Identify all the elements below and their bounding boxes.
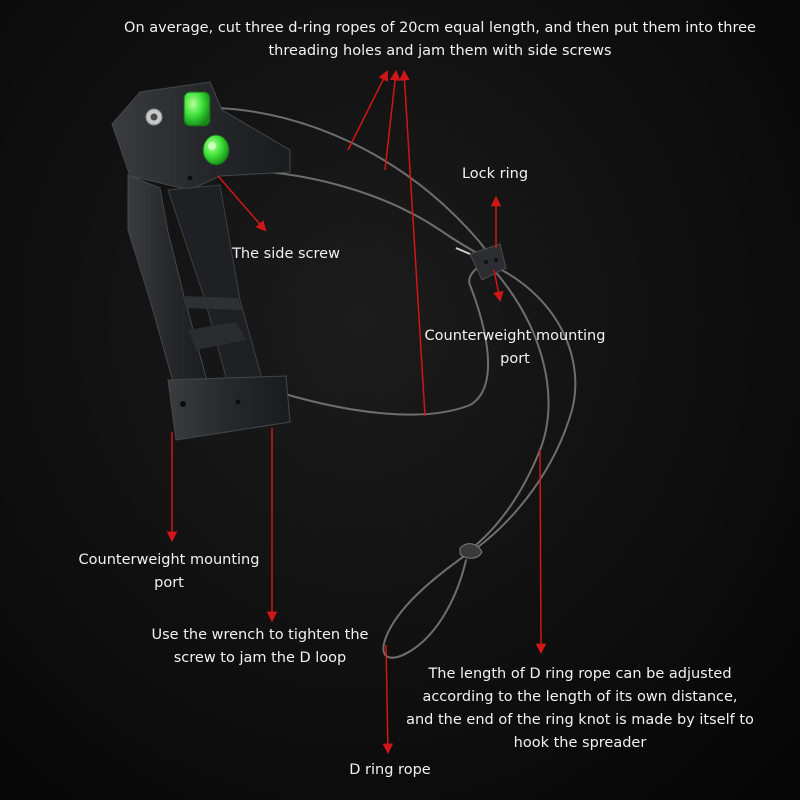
label-d-ring-rope-text: D ring rope <box>349 762 431 778</box>
label-counterweight-left-line2: port <box>154 575 184 591</box>
label-counterweight-left: Counterweight mounting port <box>64 549 274 595</box>
lock-ring <box>455 243 507 281</box>
label-rope-length-line2: according to the length of its own dista… <box>422 689 738 705</box>
sight-bracket <box>111 81 291 441</box>
label-side-screw: The side screw <box>220 243 352 266</box>
arrow-counterweight-right <box>493 269 504 303</box>
arrow-top-1 <box>347 70 388 151</box>
arrow-side-screw <box>217 175 267 232</box>
label-top-note-line2: threading holes and jam them with side s… <box>268 43 612 59</box>
label-counterweight-left-line1: Counterweight mounting <box>78 552 260 568</box>
label-wrench-line1: Use the wrench to tighten the <box>151 627 369 643</box>
label-counterweight-right-line2: port <box>500 351 530 367</box>
label-rope-length-line3: and the end of the ring knot is made by … <box>406 712 754 728</box>
arrow-top-2 <box>384 69 401 171</box>
label-lock-ring-text: Lock ring <box>461 166 529 182</box>
label-lock-ring: Lock ring <box>430 163 560 186</box>
rope-knot <box>459 543 483 559</box>
label-top-note: On average, cut three d-ring ropes of 20… <box>110 17 770 63</box>
label-rope-length-line4: hook the spreader <box>513 735 647 751</box>
label-top-note-line1: On average, cut three d-ring ropes of 20… <box>124 20 756 36</box>
label-wrench-line2: screw to jam the D loop <box>173 650 347 666</box>
arrow-d-ring-rope <box>382 644 394 755</box>
label-rope-length-line1: The length of D ring rope can be adjuste… <box>428 666 732 682</box>
label-side-screw-text: The side screw <box>232 246 340 262</box>
annotation-arrows <box>166 69 547 755</box>
label-wrench: Use the wrench to tighten the screw to j… <box>140 624 380 670</box>
bubble-level-icon <box>183 91 230 166</box>
arrow-top-3 <box>399 69 426 417</box>
label-counterweight-right: Counterweight mounting port <box>410 325 620 371</box>
label-rope-length: The length of D ring rope can be adjuste… <box>380 663 780 755</box>
label-d-ring-rope: D ring rope <box>330 759 450 782</box>
label-counterweight-right-line1: Counterweight mounting <box>424 328 606 344</box>
arrow-rope-length <box>535 449 547 655</box>
